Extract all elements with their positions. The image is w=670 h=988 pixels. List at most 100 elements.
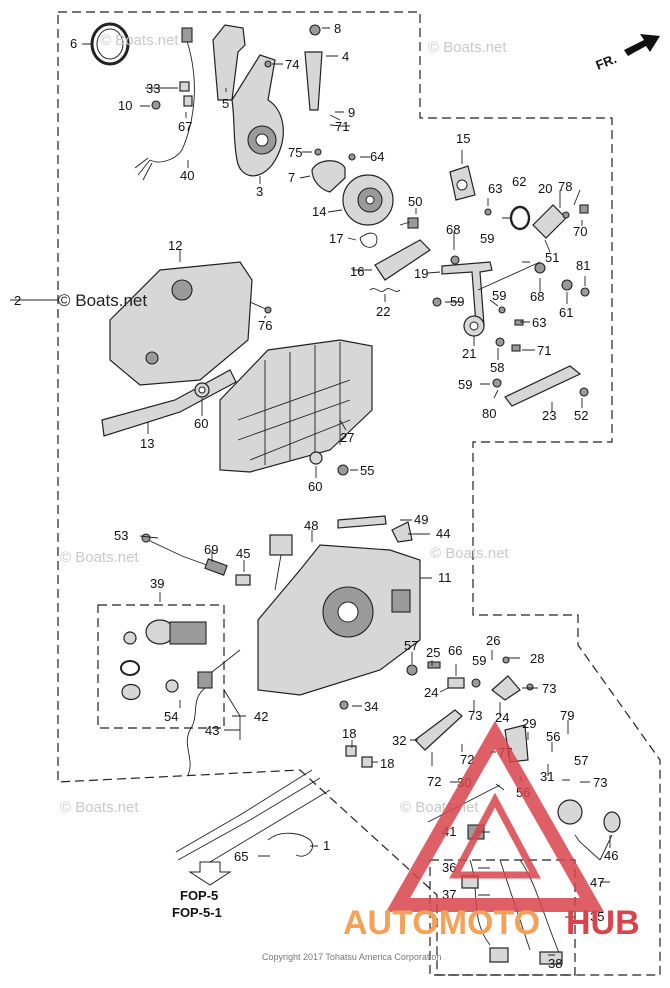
- callout-17: 17: [329, 231, 343, 246]
- callout-61: 61: [559, 305, 573, 320]
- watermark-top-left: © Boats.net: [100, 32, 179, 49]
- small-parts-mid: [339, 656, 534, 710]
- detent-plate-part-14: [342, 174, 394, 226]
- clip-part-17: [359, 232, 378, 248]
- callout-60b: 60: [308, 479, 322, 494]
- callout-1: 1: [323, 838, 330, 853]
- callout-45: 45: [236, 546, 250, 561]
- callout-68a: 68: [446, 222, 460, 237]
- callout-56a: 56: [546, 729, 560, 744]
- callout-51: 51: [545, 250, 559, 265]
- nut-part-55: [337, 464, 349, 476]
- callout-63a: 63: [488, 181, 502, 196]
- callout-18b: 18: [380, 756, 394, 771]
- callout-15: 15: [456, 131, 470, 146]
- front-direction-indicator: FR.: [594, 34, 660, 73]
- callout-44: 44: [436, 526, 450, 541]
- callout-12: 12: [168, 238, 182, 253]
- callout-16: 16: [350, 264, 364, 279]
- callout-29: 29: [522, 716, 536, 731]
- cable-part-40: [134, 27, 195, 181]
- callout-71a: 71: [335, 119, 349, 134]
- plate-part-20: [532, 204, 567, 239]
- bracket-part-16: [374, 239, 431, 281]
- callout-54: 54: [164, 709, 178, 724]
- callout-9: 9: [348, 105, 355, 120]
- sensor-part-46: [557, 799, 621, 833]
- callout-79: 79: [560, 708, 574, 723]
- watermark-mid-right: © Boats.net: [430, 545, 509, 562]
- front-direction-label: FR.: [594, 51, 619, 73]
- callout-47: 47: [590, 875, 604, 890]
- copyright-notice: Copyright 2017 Tohatsu America Corporati…: [262, 952, 441, 962]
- rod-part-right: [477, 261, 541, 291]
- callout-5: 5: [222, 96, 229, 111]
- callout-52: 52: [574, 408, 588, 423]
- callout-31: 31: [540, 769, 554, 784]
- callout-69: 69: [204, 542, 218, 557]
- watermarks: © Boats.net © Boats.net © Boats.net © Bo…: [58, 32, 509, 816]
- callout-70: 70: [573, 224, 587, 239]
- callout-7: 7: [288, 170, 295, 185]
- callout-59d: 59: [458, 377, 472, 392]
- callout-58: 58: [490, 360, 504, 375]
- callout-62: 62: [512, 174, 526, 189]
- callout-28: 28: [530, 651, 544, 666]
- callout-2: 2: [14, 293, 21, 308]
- callout-27: 27: [340, 430, 354, 445]
- watermark-bottom-right: © Boats.net: [400, 799, 479, 816]
- key-switch-part-39: [120, 619, 207, 701]
- callout-11: 11: [438, 570, 452, 585]
- small-parts-right: [492, 319, 589, 397]
- callout-64: 64: [370, 149, 384, 164]
- callout-48: 48: [304, 518, 318, 533]
- callout-32: 32: [392, 733, 406, 748]
- switch-part-48: [269, 534, 293, 591]
- callout-10: 10: [118, 98, 132, 113]
- washer-part-60a: [194, 382, 210, 398]
- bushings-part-18: [345, 745, 373, 768]
- washer-part-60b: [309, 451, 323, 465]
- bracket-part-44: [391, 521, 413, 543]
- stop-switch-part-54: [165, 679, 179, 693]
- callout-81: 81: [576, 258, 590, 273]
- callout-57a: 57: [404, 638, 418, 653]
- callout-46: 46: [604, 848, 618, 863]
- arrow-to-reference: [188, 861, 232, 886]
- callout-53: 53: [114, 528, 128, 543]
- callout-73a: 73: [468, 708, 482, 723]
- callout-4: 4: [342, 49, 349, 64]
- logo-triangle-inner-icon: [449, 792, 541, 879]
- callout-75: 75: [288, 145, 302, 160]
- cover-part-12: [109, 261, 253, 386]
- cable-bundle-part-1: [175, 769, 331, 869]
- callout-23: 23: [542, 408, 556, 423]
- callout-35: 35: [590, 909, 604, 924]
- frame-part-27: [219, 339, 373, 473]
- logo-triangle-icon: [385, 720, 605, 912]
- callout-3: 3: [256, 184, 263, 199]
- automotohub-logo: AUTOMOTO HUB: [343, 720, 640, 942]
- strip-part-49: [337, 515, 387, 529]
- callout-43: 43: [205, 723, 219, 738]
- callout-6: 6: [70, 36, 77, 51]
- logo-text-hub: HUB: [566, 904, 640, 942]
- callout-19: 19: [414, 266, 428, 281]
- callout-72a: 72: [427, 774, 441, 789]
- callout-20: 20: [538, 181, 552, 196]
- switch-subgroup-box: [97, 604, 225, 729]
- front-arrow-icon: [624, 34, 660, 56]
- screw-part-70: [562, 204, 589, 219]
- callout-71b: 71: [537, 343, 551, 358]
- bracket-part-15: [449, 165, 476, 201]
- spring-part-22: [369, 288, 401, 292]
- callout-67: 67: [178, 119, 192, 134]
- reference-fop-5-1: FOP-5-1: [172, 905, 222, 920]
- callout-57b: 57: [574, 753, 588, 768]
- callout-74: 74: [285, 57, 299, 72]
- watermark-mid-left: © Boats.net: [60, 549, 139, 566]
- callout-21: 21: [462, 346, 476, 361]
- small-parts-top: [151, 60, 356, 161]
- callout-8: 8: [334, 21, 341, 36]
